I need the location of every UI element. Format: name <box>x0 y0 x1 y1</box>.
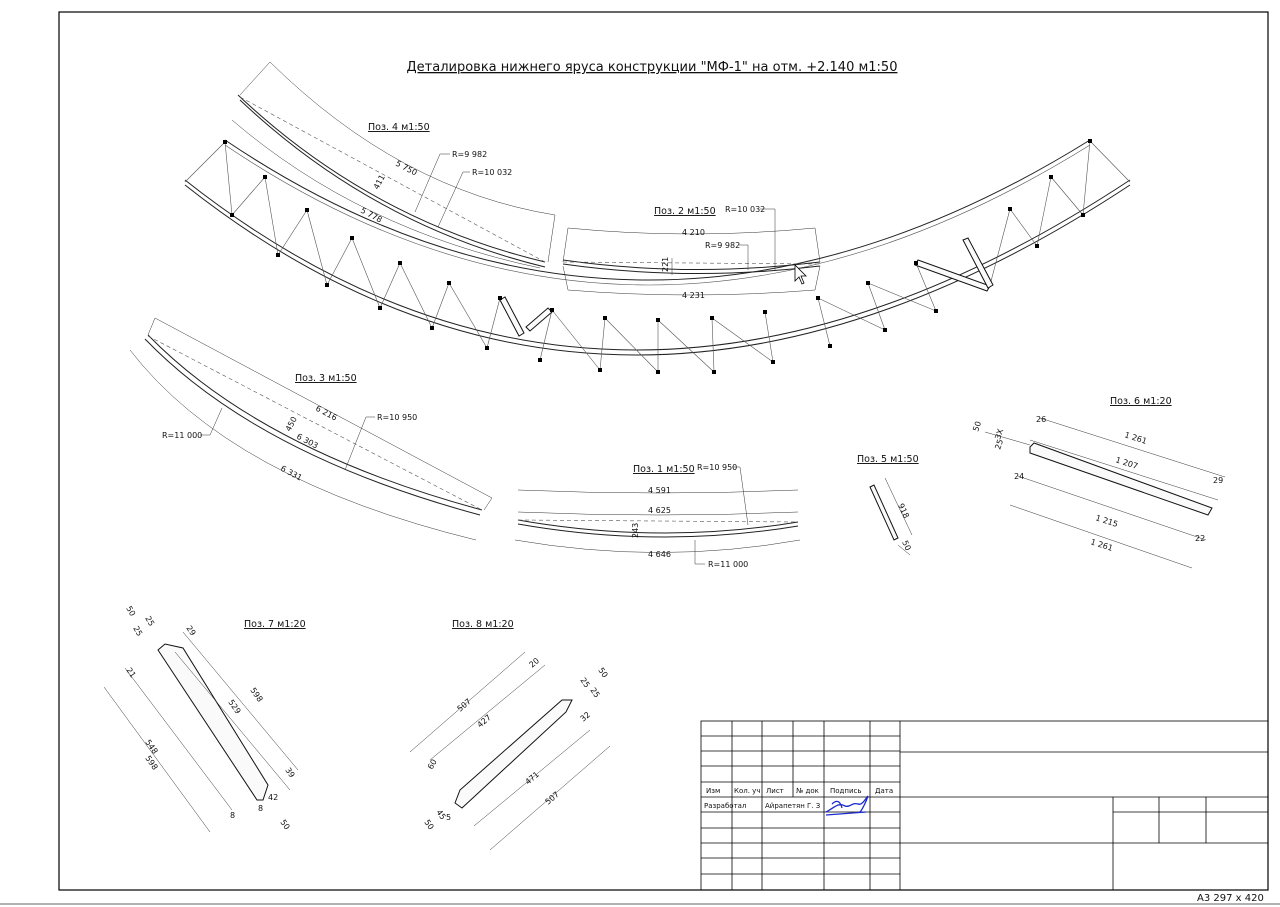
pos1-label: Поз. 1 м1:50 <box>633 464 695 475</box>
truss-brace-1 <box>499 296 525 337</box>
truss-web-members <box>184 140 1131 373</box>
svg-text:6 331: 6 331 <box>279 464 303 483</box>
pos7-label: Поз. 7 м1:20 <box>244 619 306 630</box>
svg-text:25: 25 <box>143 615 156 628</box>
svg-text:1 215: 1 215 <box>1094 513 1119 529</box>
svg-text:50: 50 <box>124 605 137 618</box>
tb-role-dev: Разработал <box>704 802 746 810</box>
truss-inner-chord <box>224 139 1091 281</box>
svg-text:6 216: 6 216 <box>314 404 338 423</box>
svg-text:29: 29 <box>1213 476 1223 485</box>
svg-text:60: 60 <box>426 758 439 771</box>
svg-text:R=10 950: R=10 950 <box>377 413 417 422</box>
svg-text:411: 411 <box>372 173 387 191</box>
svg-text:50: 50 <box>971 420 983 432</box>
tb-col-date: Дата <box>875 787 893 795</box>
svg-text:24: 24 <box>1014 472 1024 481</box>
svg-text:427: 427 <box>476 713 493 730</box>
main-truss-assembly <box>184 139 1131 374</box>
truss-brace-4 <box>962 237 994 289</box>
part-pos3: Поз. 3 м1:50 R=11 000 R=10 950 6 216 6 3… <box>129 317 493 541</box>
svg-text:39: 39 <box>283 766 296 780</box>
part-pos4: Поз. 4 м1:50 R=9 982 R=10 032 5 750 5 77… <box>231 61 556 269</box>
svg-text:5: 5 <box>446 813 451 822</box>
svg-text:50: 50 <box>422 818 435 832</box>
part-pos1: Поз. 1 м1:50 R=10 950 R=11 000 4 591 4 6… <box>514 463 801 569</box>
svg-text:4 646: 4 646 <box>648 550 671 559</box>
svg-text:32: 32 <box>579 710 593 723</box>
drawing-title: Деталировка нижнего яруса конструкции "М… <box>407 60 898 75</box>
tb-col-sign: Подпись <box>830 787 862 795</box>
svg-text:8: 8 <box>230 811 235 820</box>
svg-text:4 591: 4 591 <box>648 486 671 495</box>
svg-text:4 625: 4 625 <box>648 506 671 515</box>
svg-text:25: 25 <box>588 686 601 700</box>
pos5-label: Поз. 5 м1:50 <box>857 454 919 465</box>
truss-brace-2 <box>525 307 553 332</box>
svg-text:918: 918 <box>896 502 911 520</box>
svg-text:4 210: 4 210 <box>682 228 705 237</box>
part-pos7: Поз. 7 м1:20 50 25 25 29 21 598 529 548 … <box>103 605 306 833</box>
svg-text:20: 20 <box>528 656 542 669</box>
svg-text:ЗХ: ЗХ <box>993 427 1005 440</box>
part-pos6: Поз. 6 м1:20 1 261 1 207 1 215 1 261 50 … <box>971 396 1226 569</box>
pos2-label: Поз. 2 м1:50 <box>654 206 716 217</box>
svg-text:50: 50 <box>278 818 291 832</box>
pos6-label: Поз. 6 м1:20 <box>1110 396 1172 407</box>
svg-text:5 778: 5 778 <box>359 206 383 225</box>
truss-inner-chord-2 <box>224 144 1091 286</box>
tb-col-kol: Кол. уч <box>734 787 760 795</box>
svg-text:R=9 982: R=9 982 <box>705 241 740 250</box>
svg-text:4 231: 4 231 <box>682 291 705 300</box>
svg-text:450: 450 <box>284 415 299 433</box>
tb-col-list: Лист <box>766 787 784 795</box>
truss-nodes <box>223 139 1092 374</box>
svg-text:50: 50 <box>900 539 912 552</box>
svg-text:1 207: 1 207 <box>1114 455 1139 471</box>
svg-text:25: 25 <box>578 676 591 690</box>
svg-text:26: 26 <box>1036 415 1046 424</box>
tb-dev-name: Айрапетян Г. З <box>765 802 821 810</box>
part-pos2: Поз. 2 м1:50 R=10 032 R=9 982 4 210 4 23… <box>562 205 821 300</box>
svg-text:507: 507 <box>544 790 561 807</box>
svg-text:8: 8 <box>258 804 263 813</box>
svg-text:221: 221 <box>661 257 670 272</box>
tb-col-izm: Изм <box>706 787 720 795</box>
svg-text:1 261: 1 261 <box>1123 430 1148 446</box>
svg-text:R=10 950: R=10 950 <box>697 463 737 472</box>
svg-text:R=11 000: R=11 000 <box>708 560 748 569</box>
drawing-frame <box>58 11 1269 891</box>
svg-text:42: 42 <box>268 793 278 802</box>
pos8-label: Поз. 8 м1:20 <box>452 619 514 630</box>
part-pos8: Поз. 8 м1:20 20 50 25 25 32 507 427 471 … <box>409 619 611 851</box>
svg-text:548: 548 <box>143 738 159 756</box>
svg-text:5 750: 5 750 <box>394 159 418 178</box>
tb-col-doc: № док <box>796 787 819 795</box>
svg-text:25: 25 <box>993 438 1005 450</box>
svg-text:R=9 982: R=9 982 <box>452 150 487 159</box>
svg-text:R=11 000: R=11 000 <box>162 431 202 440</box>
svg-text:R=10 032: R=10 032 <box>725 205 765 214</box>
mouse-cursor-icon <box>794 264 807 285</box>
svg-text:598: 598 <box>248 686 264 704</box>
svg-text:471: 471 <box>524 770 541 787</box>
svg-text:50: 50 <box>596 666 609 680</box>
signature-mark <box>825 795 869 816</box>
svg-text:243: 243 <box>631 523 640 538</box>
pos3-label: Поз. 3 м1:50 <box>295 373 357 384</box>
pos4-label: Поз. 4 м1:50 <box>368 122 430 133</box>
sheet-format: А3 297 х 420 <box>1197 893 1264 904</box>
svg-text:R=10 032: R=10 032 <box>472 168 512 177</box>
svg-text:21: 21 <box>124 666 137 680</box>
svg-text:25: 25 <box>131 625 144 638</box>
svg-text:598: 598 <box>143 754 159 772</box>
part-pos5: Поз. 5 м1:50 918 50 <box>857 454 919 556</box>
title-block: Изм Кол. уч Лист № док Подпись Дата Разр… <box>700 720 1269 891</box>
svg-text:29: 29 <box>184 624 197 638</box>
svg-text:22: 22 <box>1195 534 1205 543</box>
